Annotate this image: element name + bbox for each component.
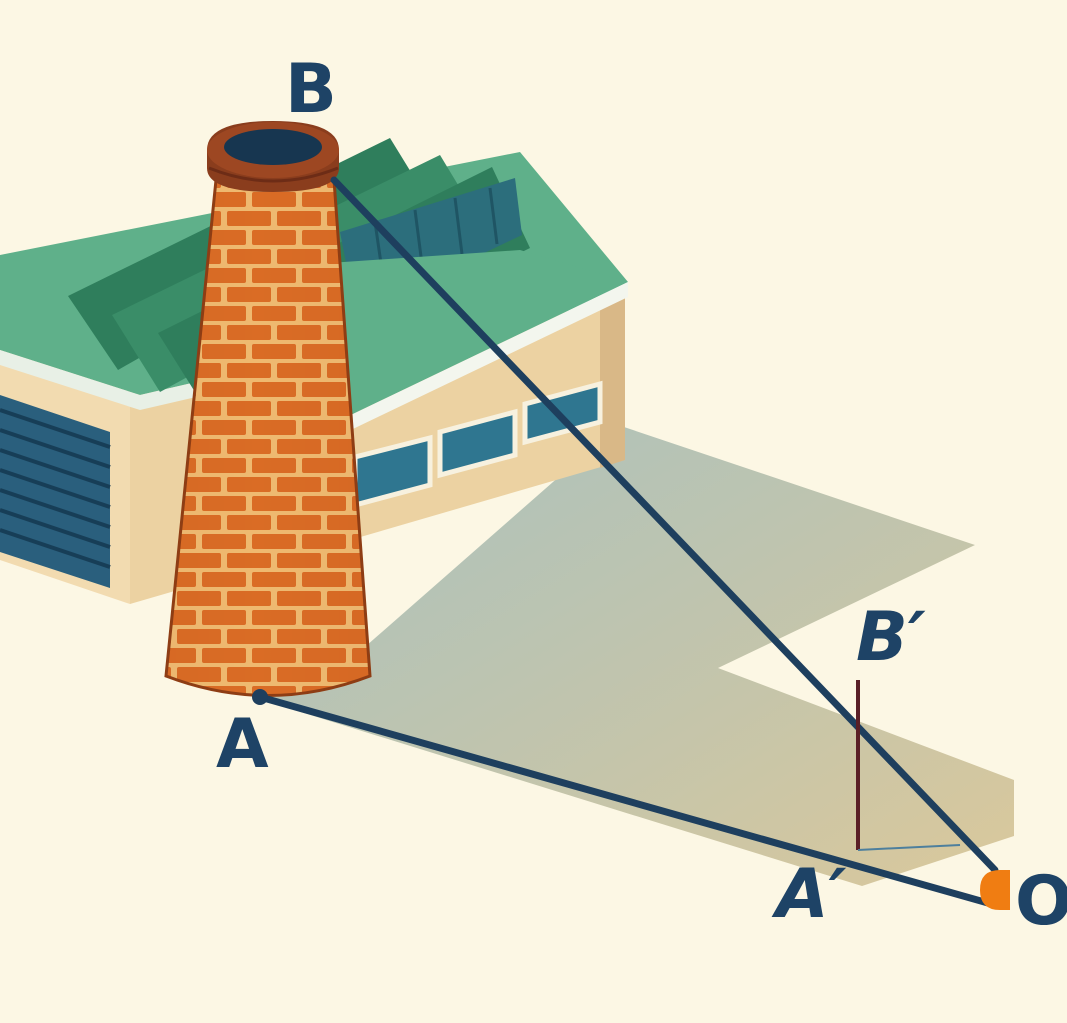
label-a-prime: A′ [771, 855, 847, 934]
similar-triangle-lines [256, 176, 999, 909]
building-windows [352, 380, 603, 509]
line-b-to-o [330, 176, 999, 874]
point-a [252, 689, 268, 705]
line-a-to-o [256, 693, 999, 909]
stick-shadow-line [857, 844, 961, 851]
label-o: O [1015, 862, 1067, 941]
label-a: A [216, 705, 269, 784]
label-b-prime: B′ [856, 598, 926, 677]
garage-door [0, 395, 111, 588]
ground-shadow [262, 425, 1014, 886]
observer-dot-icon [980, 870, 1010, 910]
label-b: B [285, 50, 337, 129]
